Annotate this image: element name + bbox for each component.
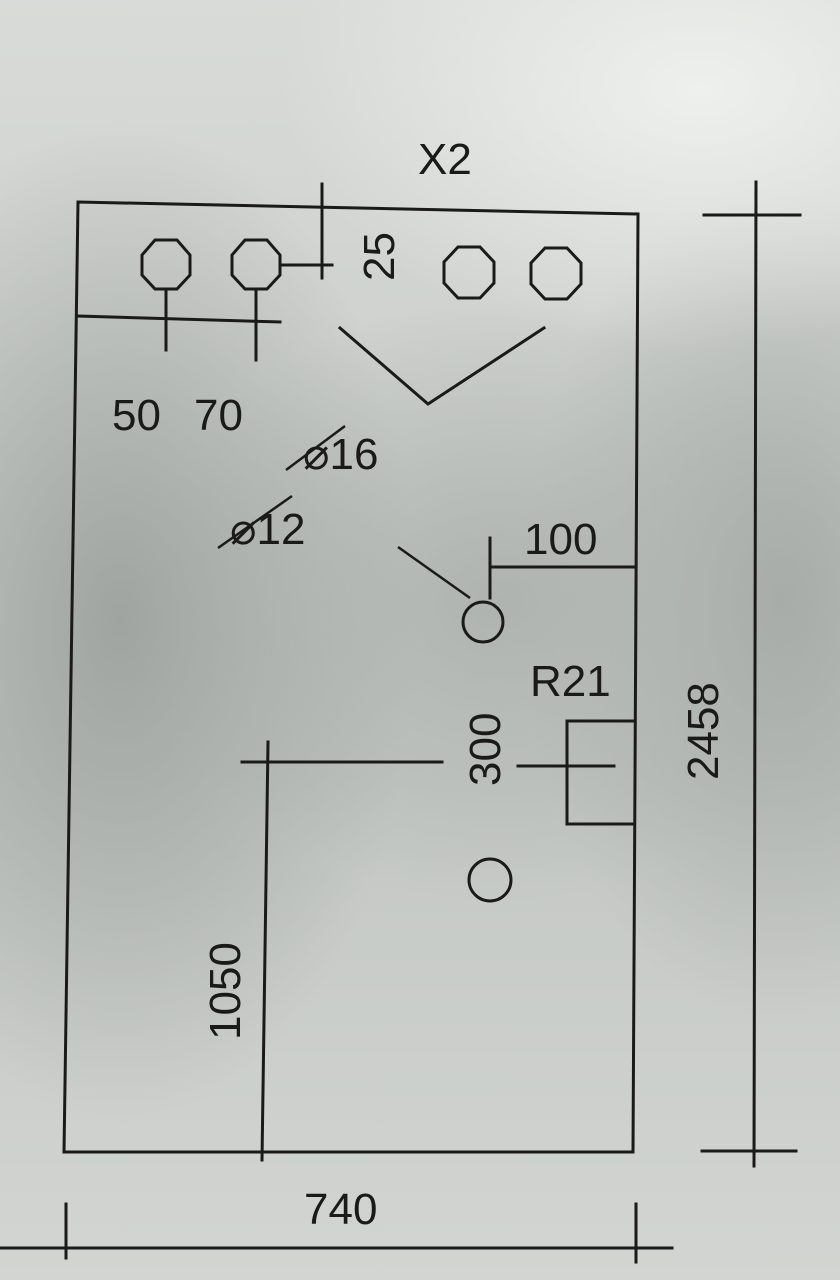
v-leader <box>337 325 547 406</box>
middle-hole <box>461 600 505 644</box>
dim-total-height: 2458 <box>679 682 728 780</box>
middle-hole-leader <box>397 545 471 600</box>
dim-total-width: 740 <box>304 1185 377 1234</box>
drawing-title: X2 <box>418 135 472 184</box>
dim-top-offset: 25 <box>355 232 404 281</box>
top-hole-2 <box>230 238 282 291</box>
lower-height-line <box>260 740 270 1162</box>
dia12-slash <box>217 494 293 550</box>
dim-hole-spacing-b: 70 <box>194 391 243 440</box>
r21-box <box>565 719 635 826</box>
dim-center-offset: 300 <box>461 713 510 786</box>
dim-lower-height: 1050 <box>201 942 250 1040</box>
dia16-slash <box>285 424 346 472</box>
dim-hole-spacing-a: 50 <box>112 391 161 440</box>
label-hole-small: ⌀12 <box>230 505 305 554</box>
label-component: R21 <box>530 657 611 706</box>
total-height-line <box>752 180 758 1168</box>
lower-hole <box>467 857 513 903</box>
dim-side-offset: 100 <box>524 515 597 564</box>
top-hole-1 <box>140 238 192 291</box>
label-hole-large: ⌀16 <box>303 430 378 479</box>
panel-outline <box>62 200 640 1154</box>
top-hole-3 <box>442 245 496 300</box>
top-hole-4 <box>529 246 583 301</box>
top-strip-line <box>76 314 282 324</box>
